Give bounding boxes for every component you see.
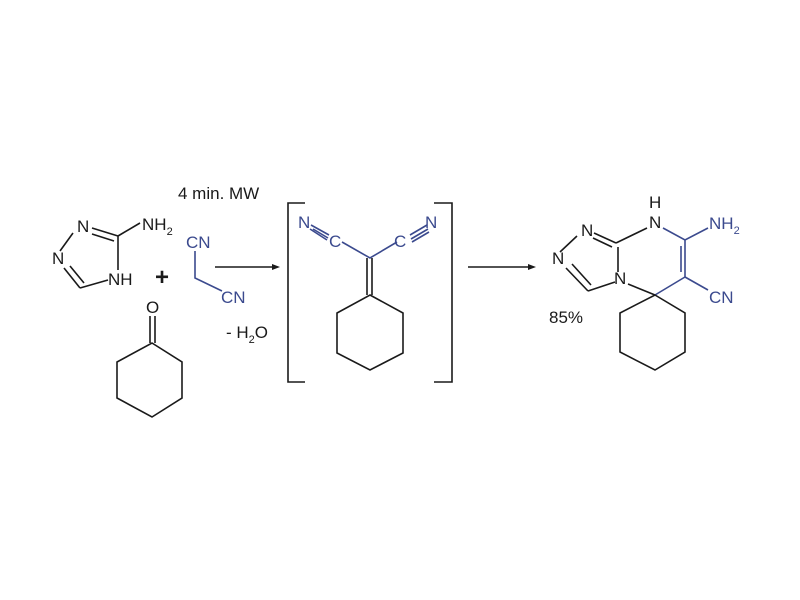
atom-nh: NH	[108, 270, 133, 289]
atom-n: N	[52, 249, 64, 268]
cyano-label: CN	[186, 233, 211, 252]
yield-label: 85%	[549, 308, 583, 327]
malononitrile: CN CN	[186, 233, 246, 307]
atom-c: C	[329, 232, 341, 251]
cyano-label: CN	[221, 288, 246, 307]
plus-sign: +	[155, 264, 169, 291]
reaction-arrow	[215, 264, 280, 270]
right-bracket	[434, 202, 453, 383]
cyano-label: CN	[709, 288, 734, 307]
atom-n: N	[77, 217, 89, 236]
amine-label: NH2	[142, 215, 173, 238]
atom-n: N	[614, 269, 626, 288]
atom-n: N	[298, 213, 310, 232]
atom-c: C	[394, 232, 406, 251]
cyclohexanone: O	[116, 298, 183, 418]
reaction-arrow	[468, 264, 536, 270]
left-bracket	[287, 202, 305, 383]
atom-h: H	[649, 193, 661, 212]
cyclohexylidene-malononitrile: N C C N	[298, 213, 437, 371]
atom-n: N	[552, 249, 564, 268]
spiro-triazolopyrimidine-product: N N N H N NH2 CN 85%	[549, 193, 740, 371]
atom-o: O	[146, 298, 159, 317]
amine-label: NH2	[709, 214, 740, 237]
byproduct-label: - H2O	[226, 323, 268, 346]
reaction-condition: 4 min. MW	[178, 184, 259, 203]
aminotriazole: N N NH NH2	[52, 215, 173, 289]
atom-n: N	[425, 213, 437, 232]
atom-n: N	[581, 221, 593, 240]
atom-n: N	[649, 213, 661, 232]
